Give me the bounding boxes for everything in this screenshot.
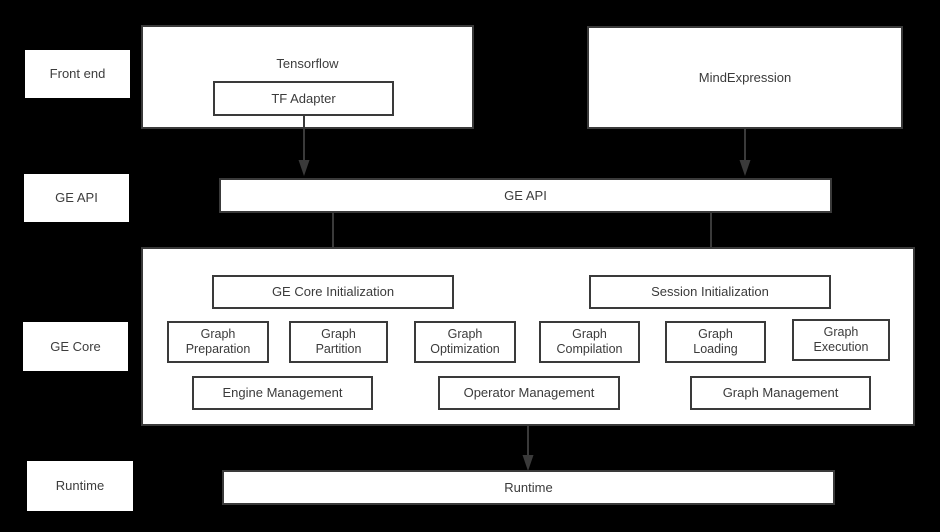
ge-api-bar[interactable]: GE API [219, 178, 832, 213]
tier-label-ge-core: GE Core [23, 322, 128, 371]
graph-management-box[interactable]: Graph Management [690, 376, 871, 410]
arrow-ge-core-to-runtime [522, 426, 534, 471]
tier-label-front-end: Front end [25, 50, 130, 98]
engine-management-box[interactable]: Engine Management [192, 376, 373, 410]
graph-preparation-box[interactable]: Graph Preparation [167, 321, 269, 363]
graph-partition-box[interactable]: Graph Partition [289, 321, 388, 363]
operator-management-box[interactable]: Operator Management [438, 376, 620, 410]
runtime-bar[interactable]: Runtime [222, 470, 835, 505]
graph-compilation-box[interactable]: Graph Compilation [539, 321, 640, 363]
ge-core-initialization-box[interactable]: GE Core Initialization [212, 275, 454, 309]
tier-label-runtime: Runtime [27, 461, 133, 511]
tf-adapter-box[interactable]: TF Adapter [213, 81, 394, 116]
graph-execution-box[interactable]: Graph Execution [792, 319, 890, 361]
arrow-mindexpression-to-ge-api [739, 129, 751, 176]
mindexpression-box[interactable]: MindExpression [587, 26, 903, 129]
graph-optimization-box[interactable]: Graph Optimization [414, 321, 516, 363]
session-initialization-box[interactable]: Session Initialization [589, 275, 831, 309]
graph-loading-box[interactable]: Graph Loading [665, 321, 766, 363]
tier-label-ge-api: GE API [24, 174, 129, 222]
